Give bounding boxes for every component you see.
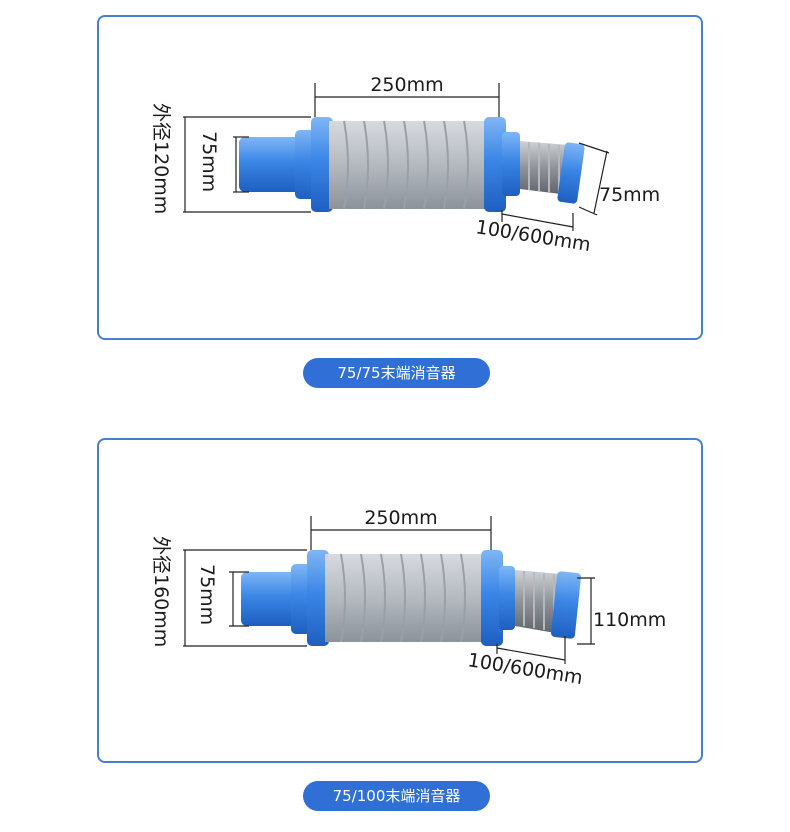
inlet-label: 75mm — [198, 131, 220, 192]
outlet-label: 110mm — [593, 609, 666, 631]
flex-hose — [520, 141, 569, 195]
flex-hose — [515, 570, 561, 634]
muffler-body — [329, 120, 487, 210]
hose-label: 100/600mm — [466, 649, 584, 689]
outlet-label: 75mm — [599, 184, 660, 206]
right-collar — [484, 117, 506, 212]
inlet-dimension: 75mm — [198, 131, 249, 193]
product-caption-2: 75/100末端消音器 — [303, 781, 490, 811]
product-panel-1: 250mm 外径120mm 75mm 75mm 100/600m — [97, 15, 703, 340]
outer-diameter-dimension: 外径120mm — [150, 103, 311, 214]
left-collar — [311, 117, 333, 212]
hose-label: 100/600mm — [474, 216, 592, 256]
outlet-cuff — [551, 571, 581, 639]
length-label: 250mm — [370, 74, 443, 96]
product-caption-1: 75/75末端消音器 — [303, 358, 490, 388]
inlet-dimension: 75mm — [196, 564, 249, 627]
inlet-label: 75mm — [196, 564, 218, 625]
inlet-pipe — [241, 564, 313, 634]
outer-diameter-label: 外径160mm — [150, 536, 172, 647]
length-dimension: 250mm — [314, 74, 500, 117]
hose-dimension: 100/600mm — [474, 210, 592, 256]
length-label: 250mm — [364, 507, 437, 529]
outlet-dimension: 110mm — [577, 577, 666, 645]
muffler-diagram-1: 250mm 外径120mm 75mm 75mm 100/600m — [150, 74, 660, 256]
muffler-body — [325, 553, 485, 643]
outlet-dimension: 75mm — [578, 142, 660, 216]
length-dimension: 250mm — [310, 507, 492, 550]
outlet-cuff — [557, 142, 585, 204]
outer-diameter-label: 外径120mm — [150, 103, 172, 214]
muffler-diagram-2: 250mm 外径160mm 75mm 110mm 100/600mm — [150, 507, 666, 689]
inlet-pipe — [239, 130, 317, 199]
right-collar — [481, 550, 503, 646]
product-panel-2: 250mm 外径160mm 75mm 110mm 100/600mm — [97, 438, 703, 763]
outer-diameter-dimension: 外径160mm — [150, 536, 307, 647]
left-collar — [307, 550, 329, 646]
